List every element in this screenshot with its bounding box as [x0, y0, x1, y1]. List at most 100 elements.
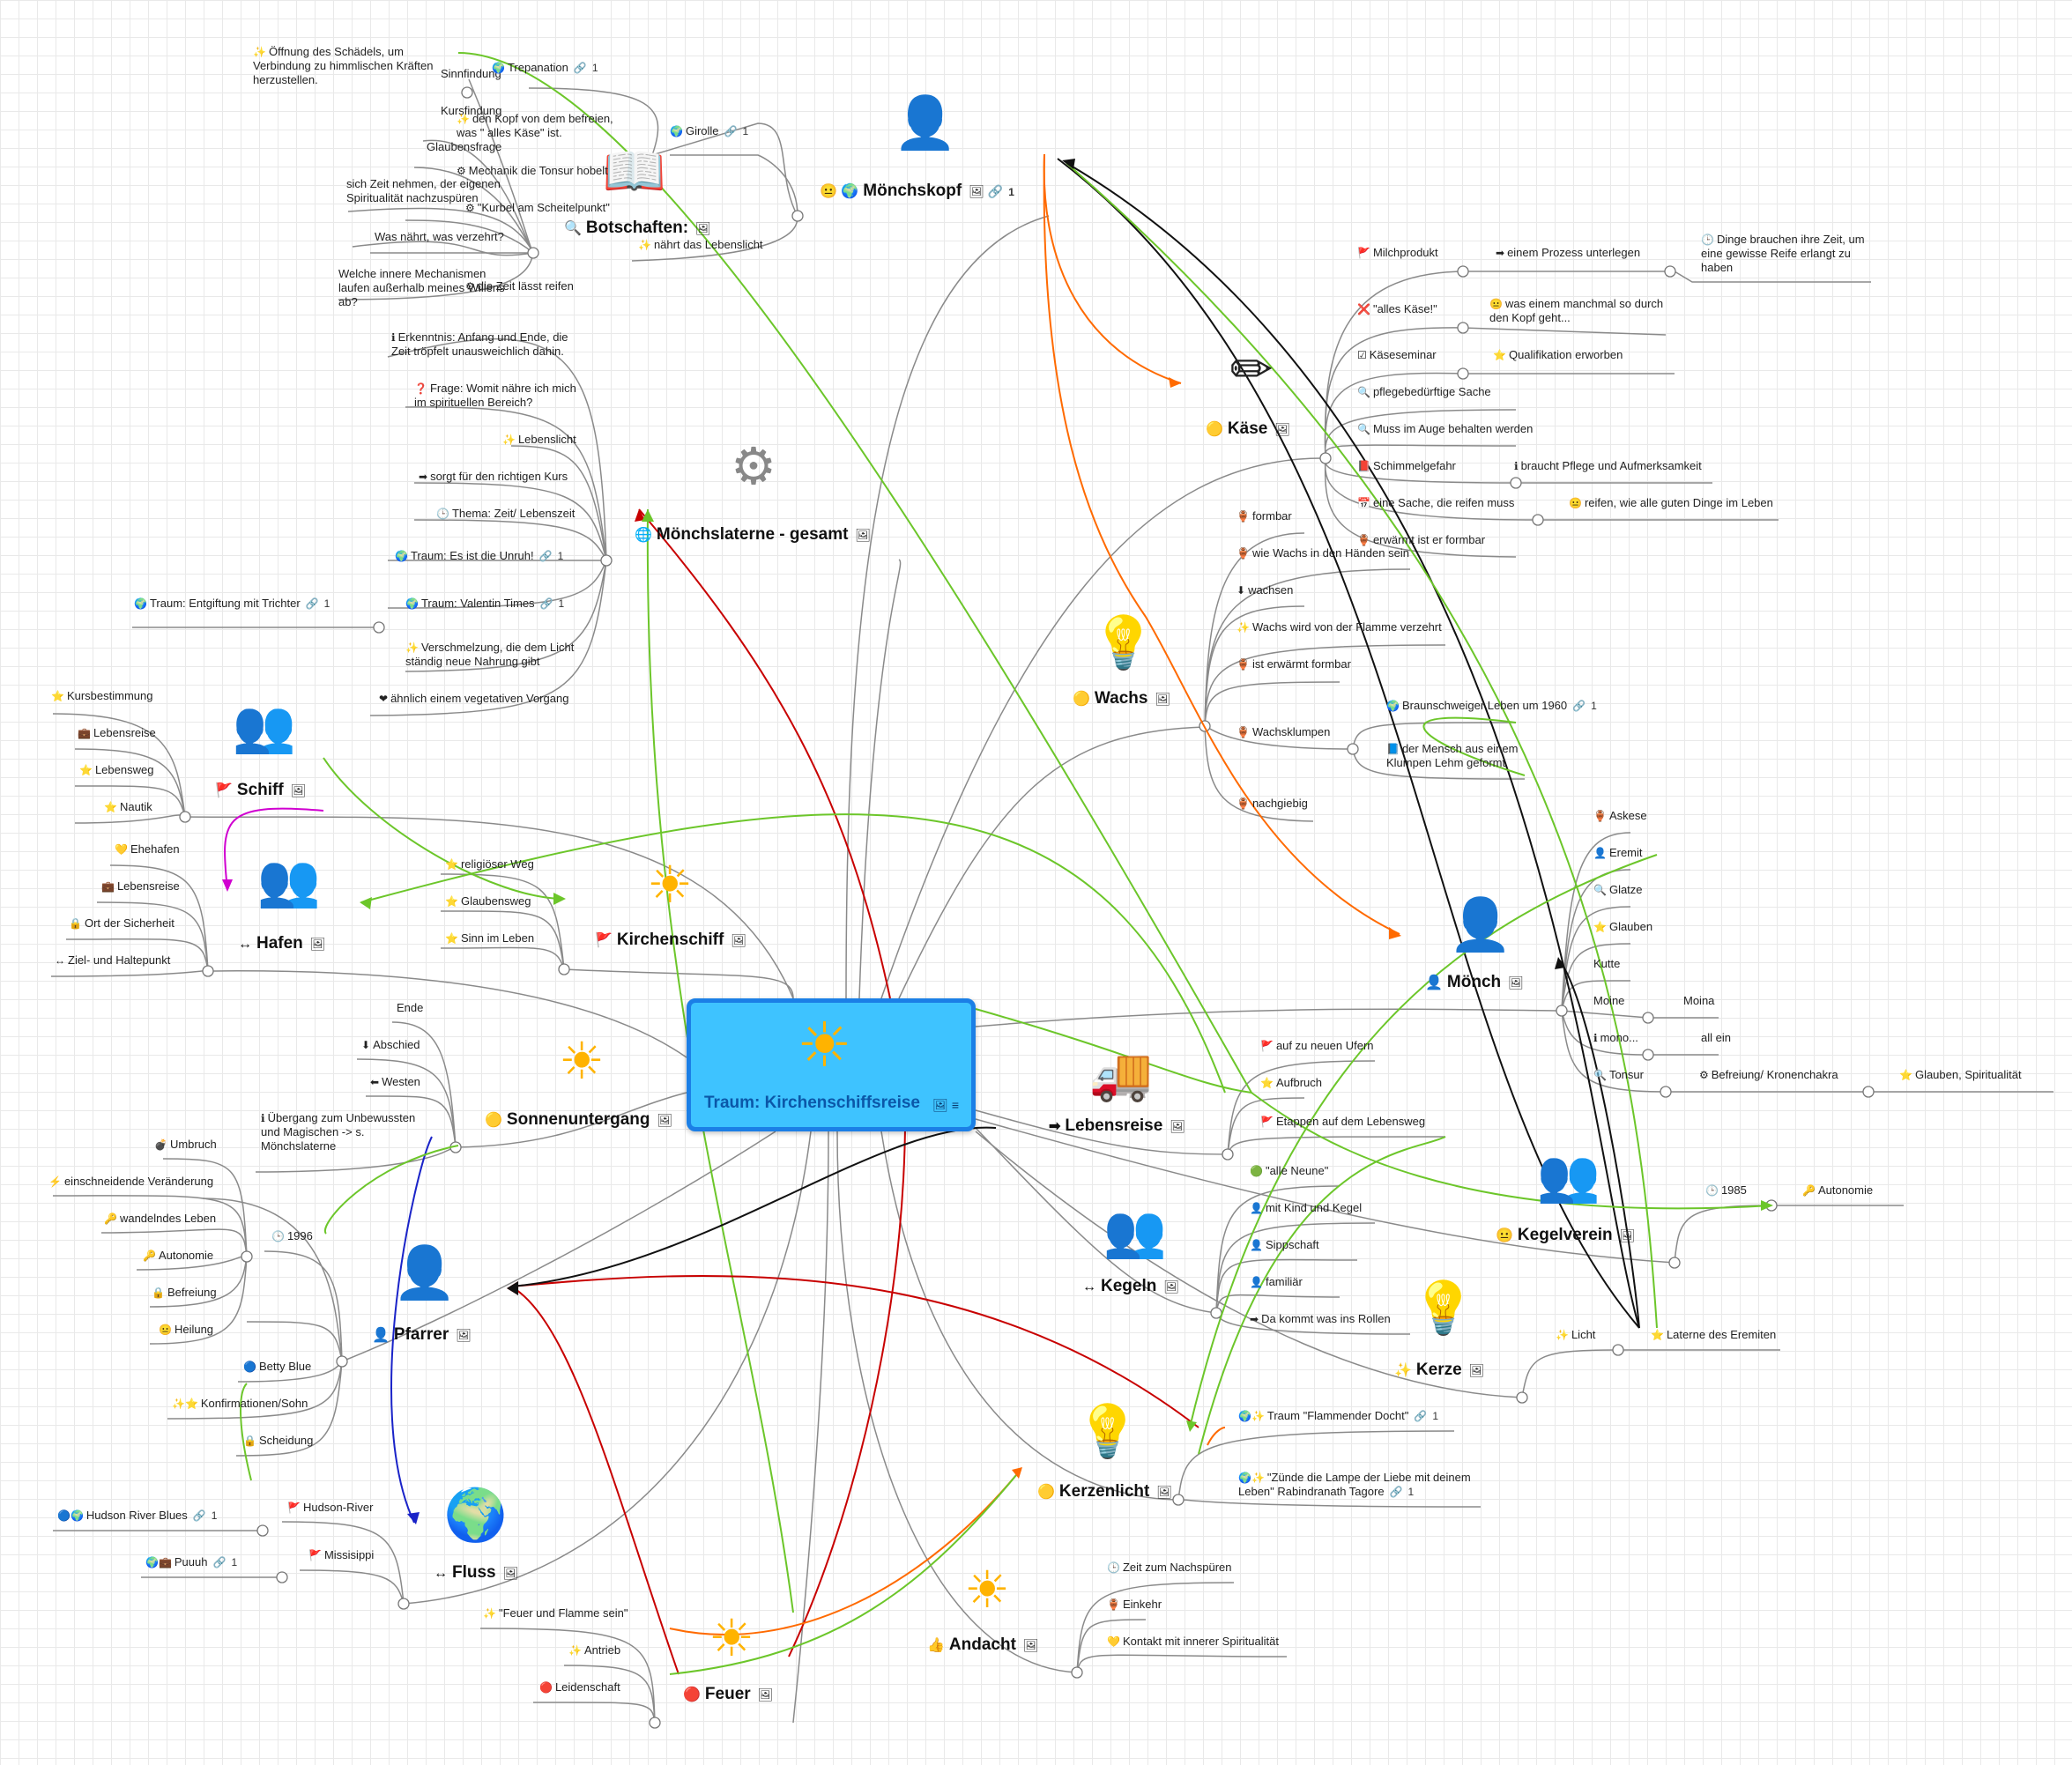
leaf-glaubensfrage[interactable]: Glaubensfrage: [427, 140, 501, 157]
leaf-traum-flamm[interactable]: 🌍✨Traum "Flammender Docht"🔗1: [1238, 1409, 1438, 1426]
leaf-oeffnung[interactable]: ✨Öffnung des Schädels, um Verbindung zu …: [253, 45, 447, 90]
topic-kegelverein[interactable]: 😐Kegelverein🖼: [1496, 1226, 1635, 1249]
leaf-zeit-nachspueren[interactable]: 🕒Zeit zum Nachspüren: [1107, 1561, 1232, 1577]
leaf-lebensreise-h[interactable]: 💼Lebensreise: [101, 879, 180, 896]
central-topic[interactable]: ☀ Traum: Kirchenschiffsreise 🖼 ≡: [687, 998, 976, 1131]
leaf-glauben-spirit[interactable]: ⭐Glauben, Spiritualität: [1899, 1068, 2022, 1085]
leaf-traum-unruh[interactable]: 🌍Traum: Es ist die Unruh!🔗1: [395, 549, 563, 566]
leaf-umbruch[interactable]: 💣Umbruch: [154, 1138, 217, 1154]
leaf-nautik[interactable]: ⭐Nautik: [104, 800, 152, 817]
leaf-aufbruch[interactable]: ⭐Aufbruch: [1260, 1076, 1322, 1093]
topic-feuer[interactable]: 🔴Feuer🖼: [683, 1685, 773, 1708]
leaf-all-ein[interactable]: all ein: [1701, 1031, 1731, 1048]
topic-kerzenlicht[interactable]: 🟡Kerzenlicht🖼: [1037, 1482, 1172, 1505]
leaf-ziel-halte[interactable]: ↔Ziel- und Haltepunkt: [55, 953, 170, 970]
leaf-befreiung-p[interactable]: 🔒Befreiung: [152, 1286, 217, 1302]
leaf-erwaermt-formbar[interactable]: 🏺erwärmt ist er formbar: [1357, 533, 1485, 550]
leaf-zuende[interactable]: 🌍✨"Zünde die Lampe der Liebe mit deinem …: [1238, 1471, 1476, 1502]
leaf-pflege-sache[interactable]: 🔍pflegebedürftige Sache: [1357, 385, 1491, 402]
topic-botschaften[interactable]: 🔍Botschaften:🖼: [564, 219, 711, 241]
leaf-alles-kaese[interactable]: ❌"alles Käse!": [1357, 302, 1437, 319]
topic-fluss[interactable]: ↔Fluss🖼: [434, 1563, 518, 1586]
leaf-askese[interactable]: 🏺Askese: [1593, 809, 1647, 826]
leaf-traum-valentin[interactable]: 🌍Traum: Valentin Times🔗1: [405, 597, 564, 613]
leaf-welche-mechanismen[interactable]: Welche innere Mechanismen laufen außerha…: [338, 267, 506, 312]
topic-kerze[interactable]: ✨Kerze🖼: [1394, 1361, 1484, 1383]
leaf-auf-zu[interactable]: 🚩auf zu neuen Ufern: [1260, 1039, 1374, 1056]
leaf-tonsur-hobelt[interactable]: ⚙Mechanik die Tonsur hobelt: [457, 164, 608, 181]
leaf-kutte[interactable]: Kutte: [1593, 957, 1620, 974]
note-icon[interactable]: 🖼 ≡: [932, 1098, 959, 1112]
leaf-einschneidend[interactable]: ⚡einschneidende Veränderung: [48, 1175, 213, 1191]
leaf-milchprodukt[interactable]: 🚩Milchprodukt: [1357, 246, 1438, 263]
leaf-wachs-flamme[interactable]: ✨Wachs wird von der Flamme verzehrt: [1237, 620, 1442, 637]
leaf-befreiung-krone[interactable]: ⚙Befreiung/ Kronenchakra: [1699, 1068, 1838, 1085]
leaf-glauben[interactable]: ⭐Glauben: [1593, 920, 1652, 937]
leaf-autonomie-p[interactable]: 🔑Autonomie: [143, 1249, 213, 1265]
leaf-wachsklumpen[interactable]: 🏺Wachsklumpen: [1237, 725, 1330, 742]
leaf-moine[interactable]: Moine: [1593, 994, 1624, 1011]
leaf-einkehr[interactable]: 🏺Einkehr: [1107, 1598, 1162, 1614]
topic-moenchskopf[interactable]: 😐 🌍Mönchskopf🖼 🔗1: [820, 182, 1014, 204]
leaf-lebensreise-s[interactable]: 💼Lebensreise: [78, 726, 156, 743]
leaf-konfirmation[interactable]: ✨⭐Konfirmationen/Sohn: [172, 1397, 308, 1413]
leaf-sippschaft[interactable]: 👤Sippschaft: [1250, 1238, 1319, 1255]
leaf-familiaer[interactable]: 👤familiär: [1250, 1275, 1303, 1292]
leaf-heilung[interactable]: 😐Heilung: [159, 1323, 213, 1339]
leaf-kursfindung[interactable]: Kursfindung: [441, 104, 501, 121]
leaf-missisippi[interactable]: 🚩Missisippi: [308, 1548, 374, 1565]
leaf-verschmelzung[interactable]: ✨Verschmelzung, die dem Licht ständig ne…: [405, 641, 590, 671]
topic-lebensreise[interactable]: ➡Lebensreise🖼: [1049, 1116, 1185, 1139]
leaf-muss-auge[interactable]: 🔍Muss im Auge behalten werden: [1357, 422, 1533, 439]
leaf-vegetativ[interactable]: ❤ähnlich einem vegetativen Vorgang: [379, 692, 568, 708]
leaf-naehrt-lebenslicht[interactable]: ✨nährt das Lebenslicht: [638, 238, 763, 255]
leaf-moina[interactable]: Moina: [1683, 994, 1714, 1011]
leaf-alle-neune[interactable]: 🟢"alle Neune": [1250, 1164, 1328, 1181]
leaf-reifen[interactable]: 😐reifen, wie alle guten Dinge im Leben: [1569, 496, 1773, 513]
topic-kaese[interactable]: 🟡Käse🖼: [1206, 419, 1290, 442]
leaf-abschied[interactable]: ⬇Abschied: [361, 1038, 420, 1055]
leaf-traum-entgiftung[interactable]: 🌍Traum: Entgiftung mit Trichter🔗1: [134, 597, 330, 613]
leaf-lebenslicht[interactable]: ✨Lebenslicht: [502, 433, 576, 449]
leaf-trepanation[interactable]: 🌍Trepanation🔗1: [492, 61, 598, 78]
leaf-schimmel[interactable]: 📕Schimmelgefahr: [1357, 459, 1456, 476]
topic-kegeln[interactable]: ↔Kegeln🖼: [1082, 1277, 1179, 1300]
leaf-ort-sicherheit[interactable]: 🔒Ort der Sicherheit: [69, 916, 175, 933]
leaf-sinn-leben[interactable]: ⭐Sinn im Leben: [445, 931, 534, 948]
leaf-dinge-zeit[interactable]: 🕒Dinge brauchen ihre Zeit, um eine gewis…: [1701, 233, 1877, 278]
leaf-westen[interactable]: ⬅Westen: [370, 1075, 420, 1092]
leaf-thema-zeit[interactable]: 🕒Thema: Zeit/ Lebenszeit: [436, 507, 575, 523]
leaf-girolle[interactable]: 🌍Girolle🔗1: [670, 124, 748, 141]
leaf-sinnfindung[interactable]: Sinnfindung: [441, 67, 501, 84]
leaf-puuuh[interactable]: 🌍💼Puuuh🔗1: [145, 1555, 237, 1572]
leaf-frage[interactable]: ❓Frage: Womit nähre ich mich im spiritue…: [414, 382, 590, 412]
leaf-autonomie-k[interactable]: 🔑Autonomie: [1802, 1183, 1873, 1200]
leaf-glaubensweg[interactable]: ⭐Glaubensweg: [445, 894, 531, 911]
leaf-die-zeit[interactable]: ⚙die Zeit lässt reifen: [465, 279, 574, 296]
leaf-ende[interactable]: Ende: [397, 1001, 423, 1018]
topic-moench[interactable]: 👤Mönch🖼: [1425, 973, 1524, 996]
leaf-mensch-klumpen[interactable]: 📘der Mensch aus einem Klumpen Lehm gefor…: [1386, 742, 1536, 773]
leaf-nachgiebig[interactable]: 🏺nachgiebig: [1237, 797, 1308, 813]
leaf-was-naehrt[interactable]: Was nährt, was verzehrt?: [375, 230, 504, 247]
topic-hafen[interactable]: ↔Hafen🖼: [238, 934, 326, 957]
leaf-formbar[interactable]: 🏺formbar: [1237, 509, 1292, 526]
leaf-wandelndes[interactable]: 🔑wandelndes Leben: [104, 1212, 216, 1228]
leaf-hudson-blues[interactable]: 🔵🌍Hudson River Blues🔗1: [57, 1509, 217, 1525]
leaf-kopf-befreien[interactable]: ✨den Kopf von dem befreien, was " alles …: [457, 112, 624, 143]
leaf-mit-kind[interactable]: 👤mit Kind und Kegel: [1250, 1201, 1362, 1218]
leaf-eine-sache[interactable]: 📅eine Sache, die reifen muss: [1357, 496, 1514, 513]
leaf-kurbel[interactable]: ⚙"Kurbel am Scheitelpunkt": [465, 201, 610, 218]
leaf-was-einem[interactable]: 😐was einem manchmal so durch den Kopf ge…: [1489, 297, 1675, 328]
topic-moenchslaterne[interactable]: 🌐Mönchslaterne - gesamt🖼: [635, 525, 871, 548]
leaf-kaeseseminar[interactable]: ☑Käseseminar: [1357, 348, 1437, 365]
leaf-tonsur[interactable]: 🔍Tonsur: [1593, 1068, 1644, 1085]
leaf-1996[interactable]: 🕒1996: [271, 1229, 313, 1246]
leaf-leidenschaft[interactable]: 🔴Leidenschaft: [539, 1680, 620, 1697]
leaf-laterne-eremiten[interactable]: ⭐Laterne des Eremiten: [1651, 1328, 1776, 1345]
leaf-ist-erwaermt[interactable]: 🏺ist erwärmt formbar: [1237, 657, 1351, 674]
leaf-eremit[interactable]: 👤Eremit: [1593, 846, 1643, 863]
